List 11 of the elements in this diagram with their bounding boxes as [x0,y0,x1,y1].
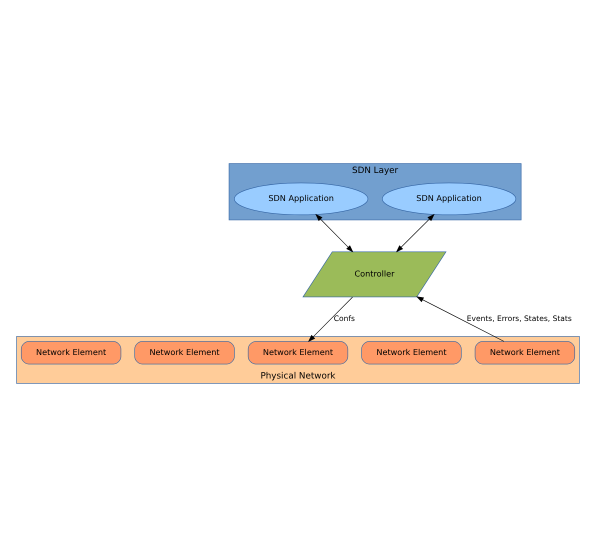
arrow [396,213,435,252]
arrow [416,296,504,342]
node-box: Network Element [474,340,576,364]
node-box: Network Element [361,340,462,364]
node-ellipse: SDN Application [382,182,516,215]
node-box: Network Element [20,340,122,364]
node-box: Network Element [134,340,235,364]
arrow [308,296,353,342]
arrow [315,213,354,252]
node-ellipse: SDN Application [234,182,368,215]
node-box: Network Element [248,340,348,364]
